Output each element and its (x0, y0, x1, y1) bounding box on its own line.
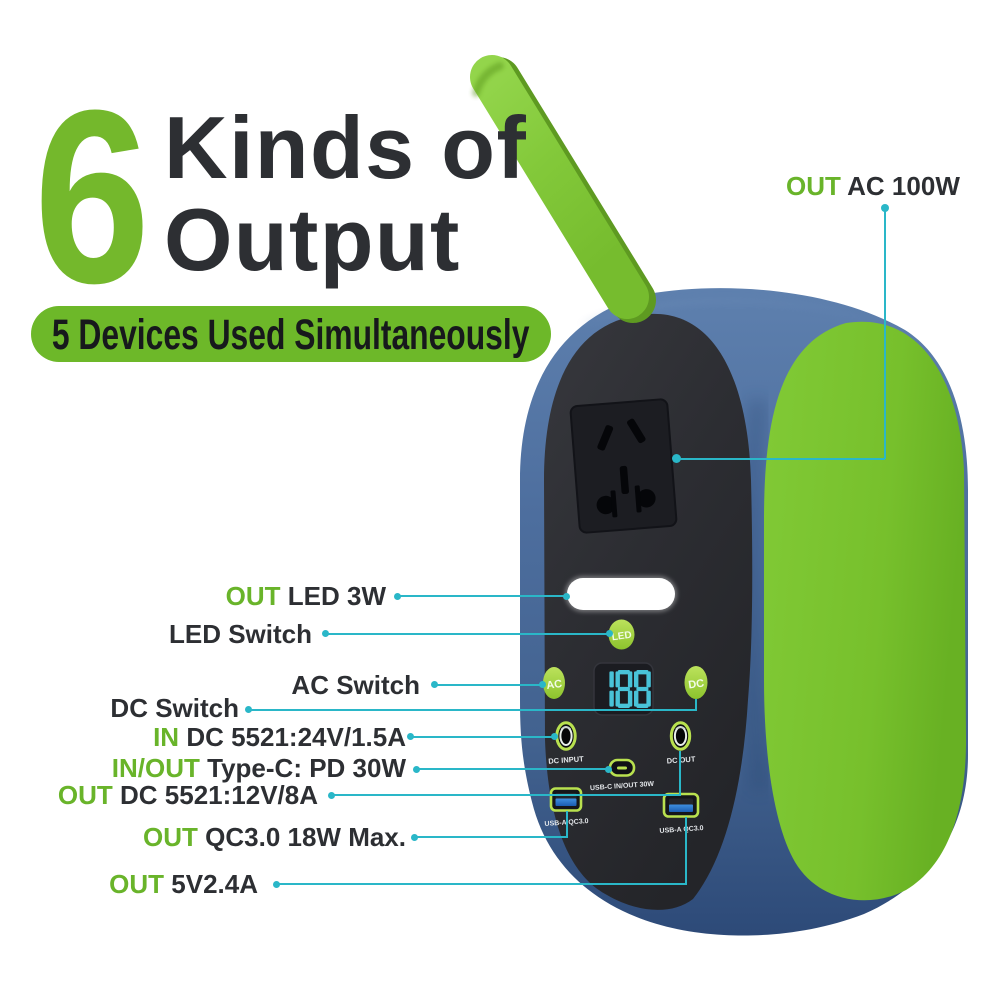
callout-5v-prefix: OUT (109, 869, 165, 899)
callout-dc-out-label: OUT DC 5521:12V/8A (58, 782, 318, 808)
callout-ac-dot-outlet (671, 454, 681, 463)
callout-dc-in-enddot (551, 733, 558, 740)
ac-outlet[interactable] (569, 398, 678, 534)
callout-led-out-text: LED 3W (287, 581, 386, 611)
dc-input-label: DC INPUT (548, 754, 584, 765)
callout-dc-switch-line (248, 708, 697, 711)
callout-led-switch-line (325, 632, 610, 635)
callout-dc-in-text: DC 5521:24V/1.5A (186, 721, 406, 752)
callout-dc-out-prefix: OUT (57, 780, 113, 810)
headline-line2: Output (164, 189, 461, 289)
headline-title: Kinds of Output (164, 102, 527, 285)
callout-led-out-label: OUT LED 3W (226, 583, 386, 609)
battery-display (593, 662, 654, 716)
callout-type-c-text: Type-C: PD 30W (207, 752, 406, 783)
callout-5v-text: 5V2.4A (171, 869, 258, 899)
usb-c-label: USB-C IN/OUT 30W (590, 781, 655, 792)
callout-5v-label: OUT 5V2.4A (109, 871, 258, 897)
headline-line1: Kinds of (164, 98, 528, 197)
callout-dc-out-line (331, 794, 681, 796)
callout-ac-prefix: OUT (786, 171, 841, 201)
display-digits (609, 670, 651, 708)
callout-ac-switch-text: AC Switch (291, 669, 420, 700)
callout-led-switch-label: LED Switch (169, 621, 312, 647)
dc-button-label: DC (688, 677, 705, 691)
callout-dc-switch-line-v (695, 699, 697, 711)
callout-ac-switch-enddot (539, 681, 546, 688)
devices-badge-text: 5 Devices Used Simultaneously (52, 310, 530, 359)
usb-a-2-label: USB-A QC3.0 (659, 825, 704, 835)
callout-led-out-line (397, 595, 568, 597)
callout-qc3-line (414, 836, 568, 838)
callout-led-switch-text: LED Switch (168, 618, 312, 649)
callout-dc-switch-text: DC Switch (110, 692, 239, 723)
callout-qc3-line-v (566, 811, 568, 838)
dc-input-jack[interactable] (555, 721, 577, 751)
led-switch-button[interactable]: LED (608, 619, 635, 650)
callout-5v-line-v (685, 817, 687, 885)
callout-ac-switch-line (434, 683, 544, 686)
callout-ac-line-v (883, 208, 886, 459)
callout-type-c-enddot (605, 765, 612, 773)
headline-number: 6 (34, 59, 151, 335)
usb-c-port[interactable] (608, 758, 636, 777)
callout-dc-out-line-v (679, 751, 681, 796)
callout-type-c-line (416, 768, 609, 770)
callout-ac-text: AC 100W (847, 171, 960, 201)
callout-ac-line-h (676, 457, 885, 460)
callout-led-switch-enddot (606, 630, 613, 637)
carry-strap (470, 55, 656, 323)
dc-out-label: DC OUT (666, 754, 696, 765)
callout-qc3-text: QC3.0 18W Max. (205, 822, 406, 852)
led-light-bar (565, 576, 677, 612)
callout-ac-switch-label: AC Switch (291, 672, 420, 698)
usb-a-port-1[interactable] (549, 787, 583, 812)
dc-switch-button[interactable]: DC (684, 666, 708, 699)
device-green-side (764, 321, 966, 901)
devices-badge: 5 Devices Used Simultaneously (31, 306, 551, 362)
callout-ac-label: OUT AC 100W (786, 173, 960, 199)
ac-switch-button[interactable]: AC (543, 667, 565, 699)
callout-dc-in-label: IN DC 5521:24V/1.5A (153, 724, 406, 750)
callout-led-out-enddot (563, 592, 570, 600)
ac-button-label: AC (546, 678, 563, 692)
callout-dc-in-prefix: IN (153, 721, 180, 752)
dc-out-jack[interactable] (669, 721, 692, 751)
callout-type-c-prefix: IN/OUT (111, 752, 200, 783)
callout-type-c-label: IN/OUT Type-C: PD 30W (112, 755, 406, 781)
callout-led-out-prefix: OUT (225, 581, 281, 611)
callout-5v-line (276, 883, 687, 885)
callout-dc-switch-label: DC Switch (110, 695, 239, 721)
callout-qc3-label: OUT QC3.0 18W Max. (143, 824, 406, 850)
callout-dc-in-line (410, 735, 555, 738)
callout-dc-out-text: DC 5521:12V/8A (120, 780, 318, 810)
callout-qc3-prefix: OUT (143, 822, 198, 852)
led-button-label: LED (611, 630, 632, 644)
usb-a-port-2[interactable] (662, 792, 700, 818)
